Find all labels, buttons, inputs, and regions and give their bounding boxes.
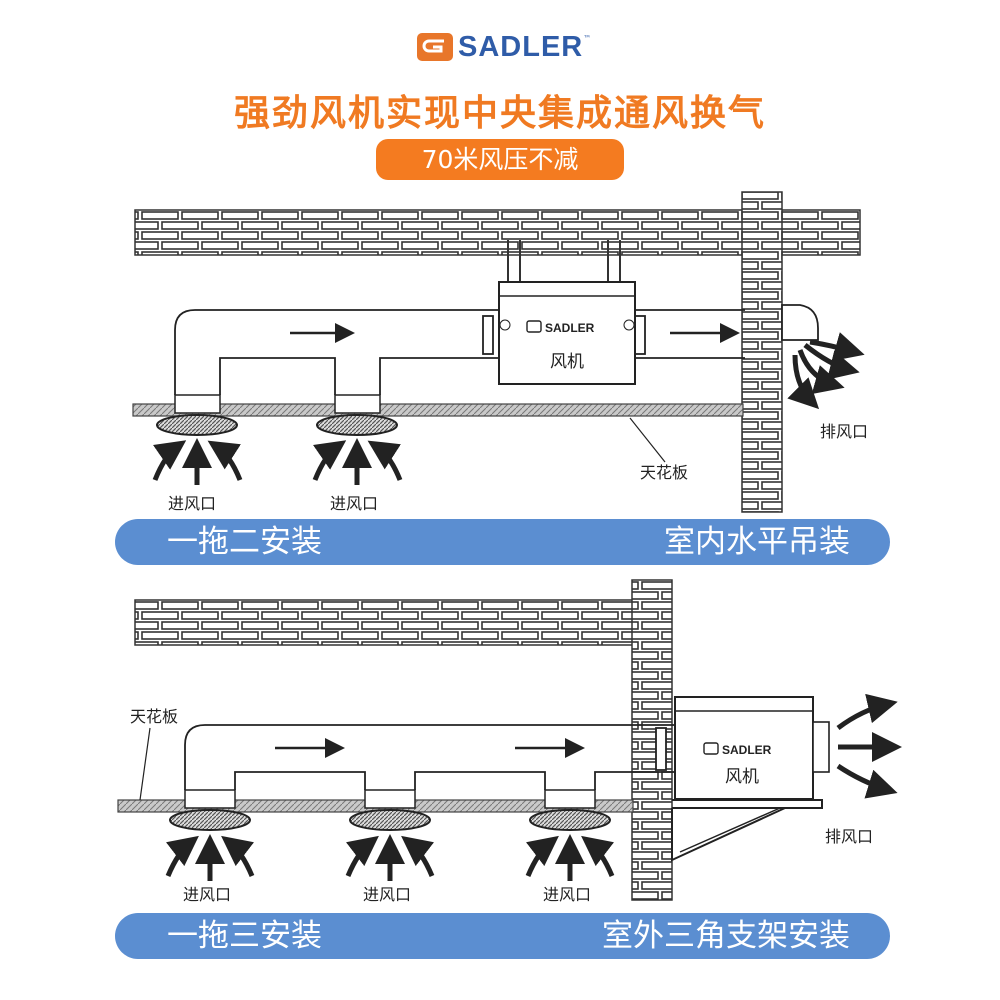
inlet-grille-top-2 bbox=[316, 394, 398, 436]
inlet-label-top-2: 进风口 bbox=[330, 494, 378, 513]
fan-brand-top: SADLER bbox=[545, 321, 595, 335]
outlet-label-top: 排风口 bbox=[820, 422, 868, 441]
duct-bottom bbox=[184, 724, 675, 790]
sadler-logo-icon bbox=[526, 320, 542, 333]
inlet-label-bottom-1: 进风口 bbox=[183, 885, 231, 904]
sadler-logo-icon bbox=[703, 742, 719, 755]
brick-chimney-top bbox=[741, 191, 783, 513]
caption-band-top: 一拖二安装 室内水平吊装 bbox=[115, 519, 890, 565]
inlet-grille-top-1 bbox=[156, 394, 238, 436]
inlet-label-bottom-3: 进风口 bbox=[543, 885, 591, 904]
fan-label-top: 风机 bbox=[550, 352, 584, 372]
inlet-grille-bottom-2 bbox=[349, 789, 431, 831]
inlet-label-bottom-2: 进风口 bbox=[363, 885, 411, 904]
headline: 强劲风机实现中央集成通风换气 bbox=[233, 93, 766, 134]
outlet-airflow-icon bbox=[787, 332, 865, 410]
diagram-bottom: SADLER 风机 bbox=[117, 579, 902, 904]
band-left-bottom: 一拖三安装 bbox=[167, 918, 322, 954]
outlet-label-bottom: 排风口 bbox=[825, 827, 873, 846]
band-left-top: 一拖二安装 bbox=[167, 524, 322, 560]
inlet-airflow-icon bbox=[165, 834, 615, 881]
band-right-bottom: 室外三角支架安装 bbox=[602, 918, 850, 954]
brick-wall-bottom bbox=[134, 599, 636, 646]
ceiling-label-top: 天花板 bbox=[640, 463, 688, 482]
fan-unit-top: SADLER 风机 bbox=[498, 240, 636, 385]
caption-band-bottom: 一拖三安装 室外三角支架安装 bbox=[115, 913, 890, 959]
sadler-logo-icon bbox=[417, 33, 453, 61]
inlet-grille-bottom-3 bbox=[529, 789, 611, 831]
fan-label-bottom: 风机 bbox=[725, 767, 759, 787]
ceiling-label-bottom: 天花板 bbox=[130, 707, 178, 726]
inlet-grille-bottom-1 bbox=[169, 789, 251, 831]
outlet-airflow-icon bbox=[836, 693, 902, 799]
diagram-top: SADLER 风机 进风口 bbox=[132, 191, 868, 513]
band-right-top: 室内水平吊装 bbox=[664, 524, 850, 560]
brick-wall-top bbox=[134, 209, 861, 256]
ceiling-slab-top bbox=[132, 403, 744, 417]
ceiling-leader-line bbox=[629, 417, 666, 463]
subheadline-pill: 70米风压不减 bbox=[376, 139, 624, 180]
outlet-hood-top bbox=[781, 304, 819, 341]
fan-brand-bottom: SADLER bbox=[722, 743, 772, 757]
brand-tm: ™ bbox=[583, 34, 592, 43]
ceiling-leader-line bbox=[139, 727, 151, 801]
triangle-bracket bbox=[671, 799, 823, 862]
inlet-airflow-icon bbox=[152, 438, 403, 485]
brand-name: SADLER bbox=[458, 30, 584, 63]
duct-top bbox=[174, 309, 745, 395]
inlet-label-top-1: 进风口 bbox=[168, 494, 216, 513]
brand-logo: SADLER ™ bbox=[416, 30, 591, 64]
fan-unit-bottom: SADLER 风机 bbox=[674, 696, 830, 800]
